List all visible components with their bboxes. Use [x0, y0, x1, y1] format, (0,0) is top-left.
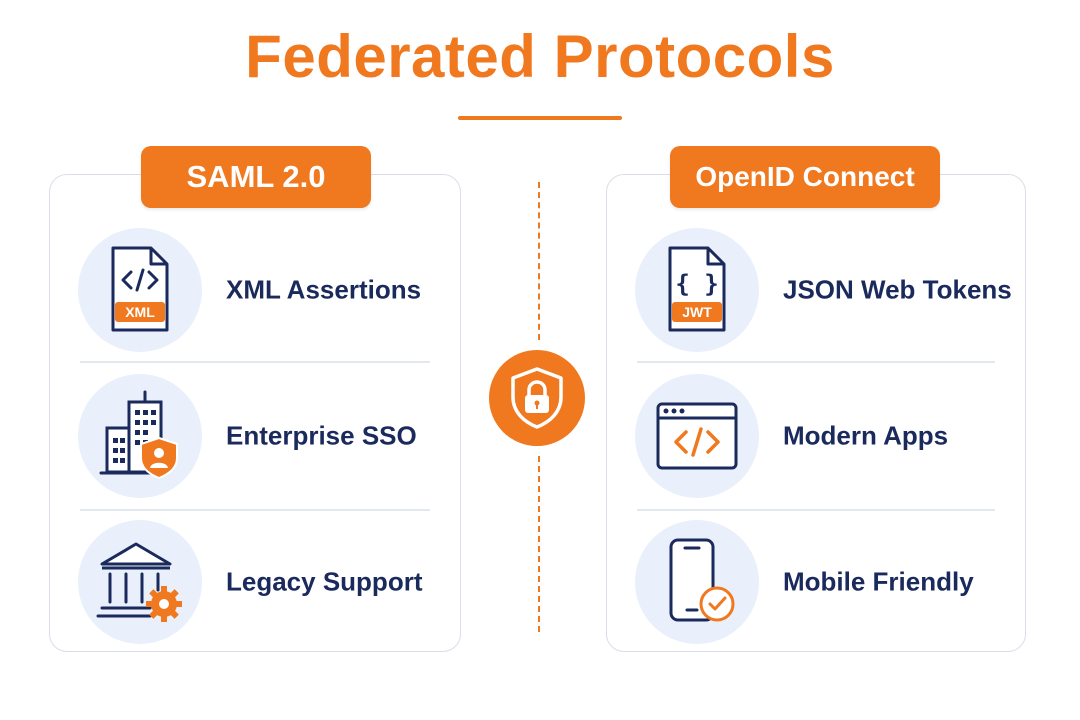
list-item-mobile-friendly: Mobile Friendly [607, 509, 1025, 654]
list-item-json-web-tokens: { } JWT JSON Web Tokens [607, 217, 1025, 362]
row-divider [637, 509, 995, 511]
mobile-check-icon [635, 519, 759, 644]
oidc-heading: OpenID Connect [670, 146, 940, 208]
oidc-panel: { } JWT JSON Web Tokens Modern Apps [606, 174, 1026, 652]
row-divider [637, 361, 995, 363]
center-dashed-line-top [538, 182, 540, 340]
saml-panel: XML XML Assertions [49, 174, 461, 652]
label-xml-assertions: XML Assertions [226, 274, 422, 304]
list-item-enterprise-sso: Enterprise SSO [50, 363, 460, 508]
page-title: Federated Protocols [245, 23, 835, 90]
label-mobile-friendly: Mobile Friendly [783, 566, 974, 596]
saml-heading: SAML 2.0 [141, 146, 371, 208]
shield-lock-icon [489, 350, 585, 446]
label-json-web-tokens: JSON Web Tokens [783, 274, 1012, 304]
building-shield-icon [78, 373, 202, 498]
row-divider [80, 509, 430, 511]
jwt-badge: JWT [682, 304, 712, 320]
row-divider [80, 361, 430, 363]
xml-badge: XML [125, 304, 155, 320]
svg-text:{ }: { } [675, 270, 718, 298]
list-item-xml-assertions: XML XML Assertions [50, 217, 460, 362]
label-enterprise-sso: Enterprise SSO [226, 420, 417, 450]
institution-gear-icon [78, 519, 202, 644]
xml-document-icon: XML [78, 227, 202, 352]
jwt-document-icon: { } JWT [635, 227, 759, 352]
browser-code-icon [635, 373, 759, 498]
title-underline [458, 116, 622, 120]
list-item-modern-apps: Modern Apps [607, 363, 1025, 508]
center-dashed-line-bottom [538, 456, 540, 632]
list-item-legacy-support: Legacy Support [50, 509, 460, 654]
label-modern-apps: Modern Apps [783, 420, 949, 450]
label-legacy-support: Legacy Support [226, 566, 423, 596]
